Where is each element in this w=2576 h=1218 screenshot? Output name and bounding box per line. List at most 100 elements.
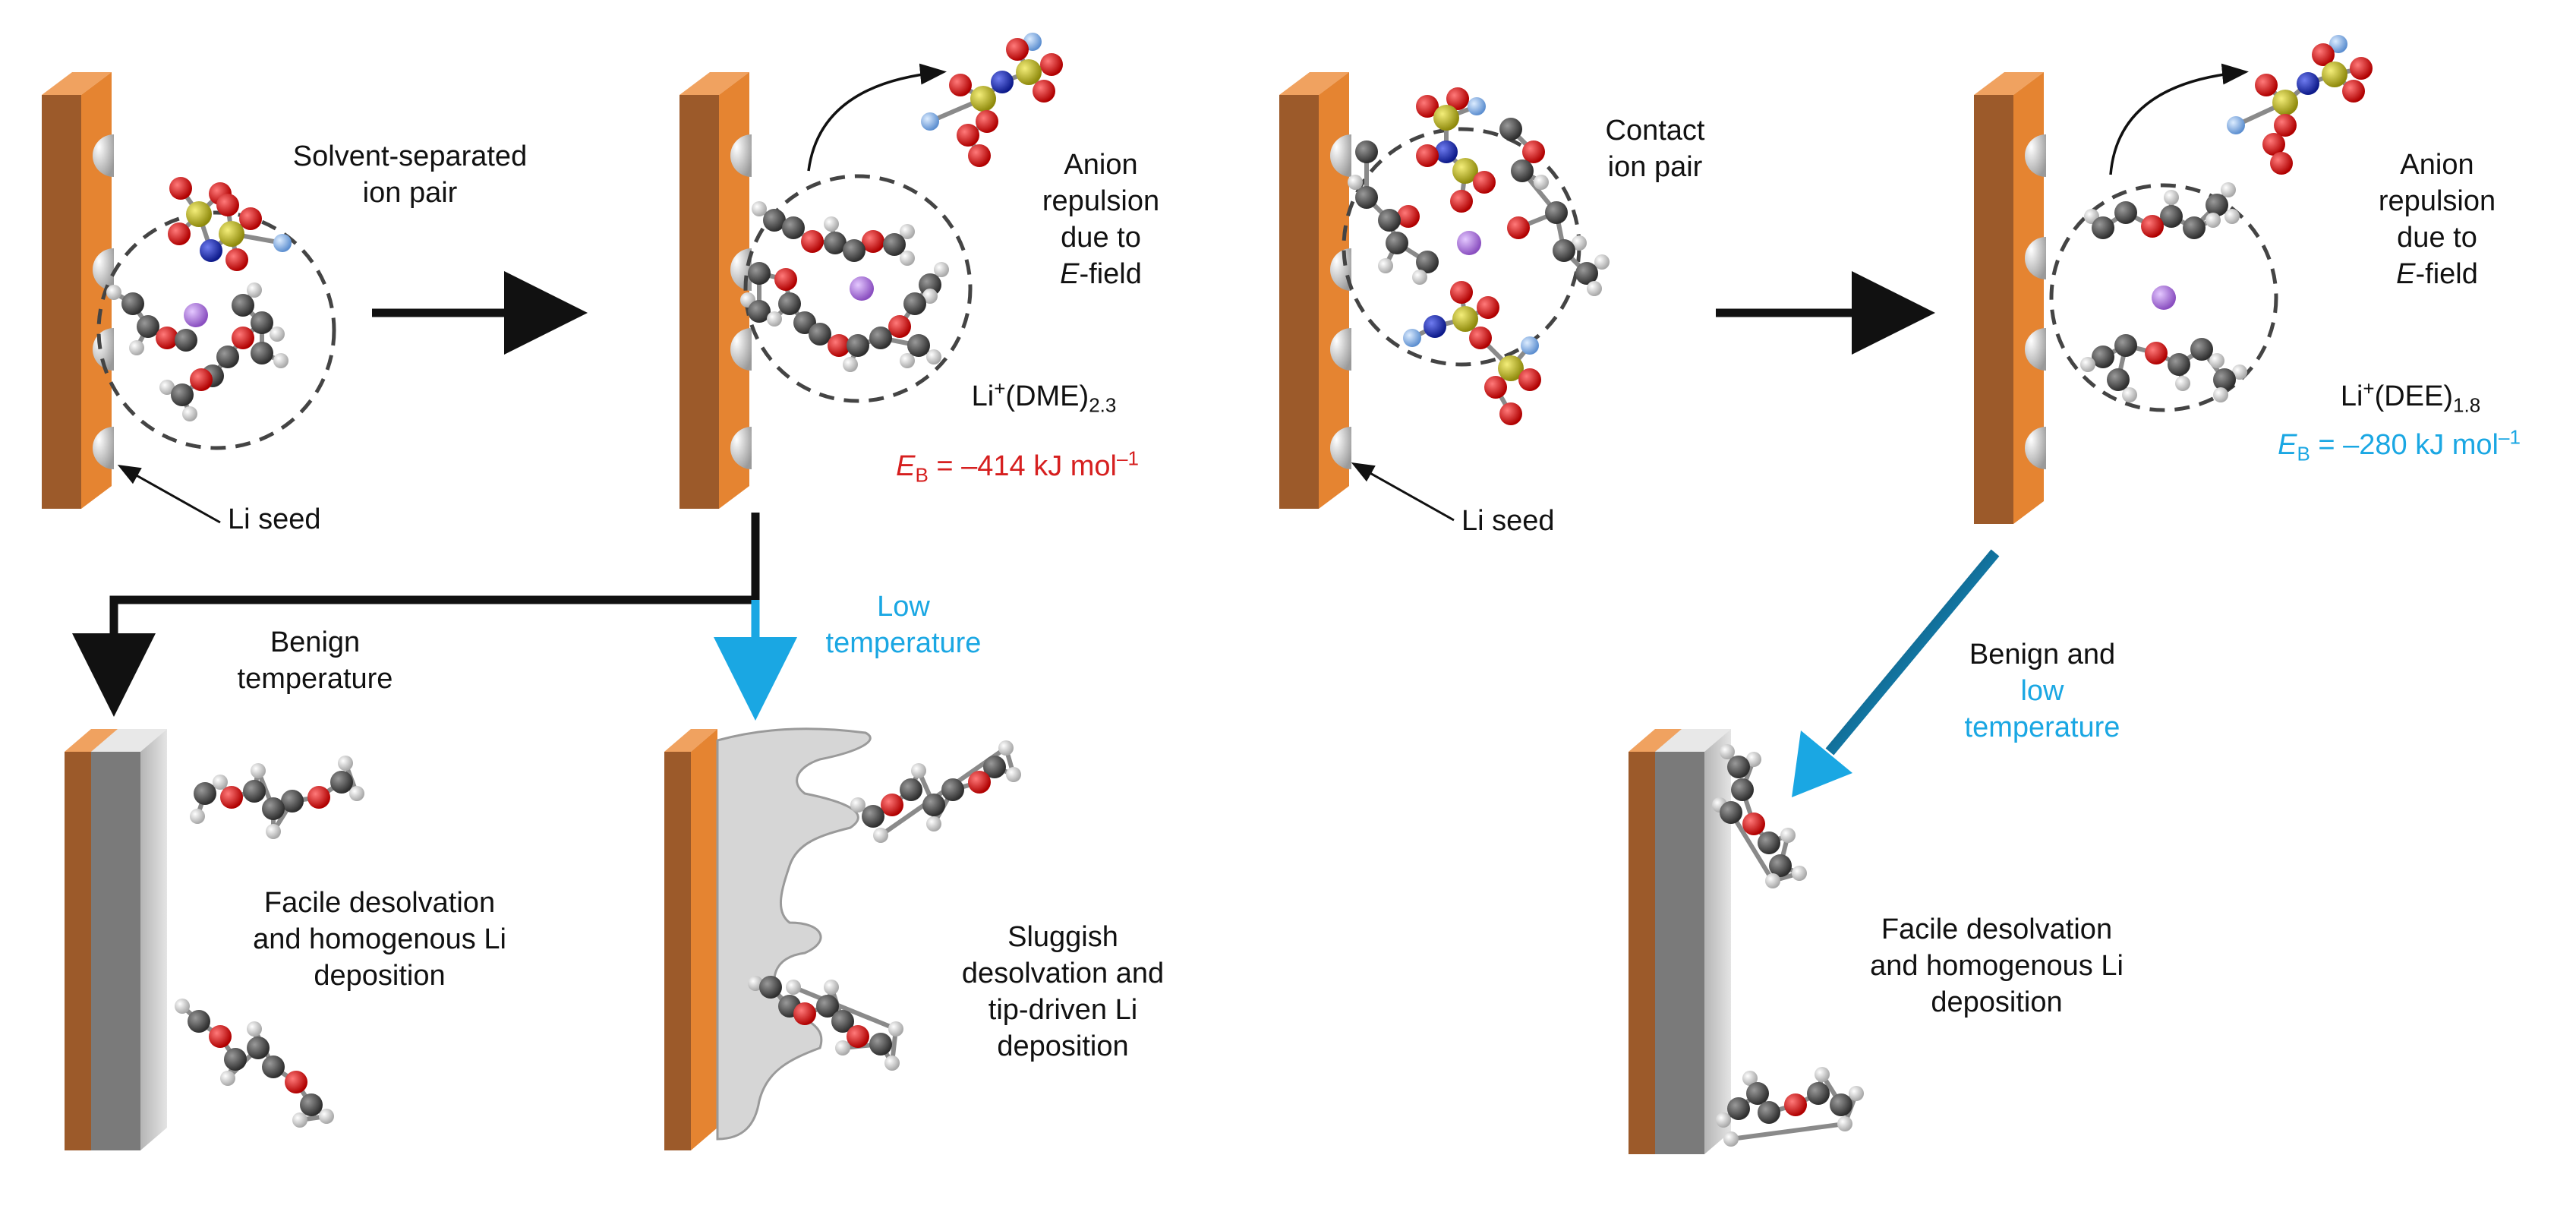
hydrogen-atom (884, 1055, 900, 1071)
oxygen-atom (239, 207, 262, 230)
li-seed-bump (93, 248, 114, 291)
carbon-atom (243, 780, 266, 803)
hydrogen-atom (106, 285, 121, 300)
carbon-atom (1830, 1093, 1852, 1116)
oxygen-atom (801, 230, 824, 253)
hydrogen-atom (850, 797, 865, 813)
oxygen-atom (1477, 296, 1499, 319)
li-seed-bump (1330, 328, 1351, 371)
deposit-panel-benign (65, 729, 167, 1150)
oxygen-atom (2270, 152, 2293, 175)
hydrogen-atom (247, 282, 262, 298)
oxygen-atom (881, 794, 903, 816)
li-seed-bump (2025, 237, 2046, 279)
solvated-li-cluster-dee (2080, 35, 2373, 402)
hydrogen-atom (175, 999, 190, 1014)
hydrogen-atom (319, 1109, 334, 1124)
carbon-atom (194, 782, 216, 805)
oxygen-atom (1040, 53, 1063, 76)
carbon-atom (1575, 262, 1598, 285)
electrode-panel-1 (42, 72, 114, 509)
carbon-atom (224, 1048, 247, 1071)
lithium-ion (184, 303, 208, 327)
hydrogen-atom (1006, 767, 1021, 782)
oxygen-atom (232, 327, 254, 349)
hydrogen-atom (998, 740, 1014, 756)
carbon-atom (809, 323, 831, 346)
hydrogen-atom (1765, 873, 1780, 888)
benign-temperature-arrow (72, 513, 760, 717)
hydrogen-atom (2209, 353, 2224, 368)
hydrogen-atom (1594, 254, 1610, 270)
oxygen-atom (847, 1025, 869, 1048)
hydrogen-atom (1849, 1086, 1864, 1101)
hydrogen-atom (159, 380, 175, 395)
electrode-panel-4 (1974, 72, 2046, 524)
carbon-atom (1769, 854, 1792, 877)
li-seed-bump (93, 134, 114, 177)
carbon-atom (2190, 338, 2213, 361)
hydrogen-atom (926, 349, 941, 364)
li-seed-label: Li seed (228, 503, 321, 535)
hydrogen-atom (1837, 1116, 1852, 1131)
li-seed-bump (1330, 134, 1351, 177)
li-dme-complex-label: Li+(DME)2.3 (971, 377, 1117, 417)
hydrogen-atom (873, 828, 888, 843)
hydrogen-atom (835, 1040, 850, 1055)
hydrogen-atom (220, 1071, 235, 1086)
oxygen-atom (1518, 368, 1541, 391)
carbon-atom (816, 995, 839, 1018)
hydrogen-atom (1534, 175, 1549, 190)
hydrogen-atom (266, 824, 281, 839)
hydrogen-atom (786, 980, 801, 995)
oxygen-atom (2274, 114, 2297, 137)
carbon-atom (1416, 251, 1439, 273)
carbon-atom (862, 805, 884, 828)
li-seed-bump (730, 427, 752, 469)
oxygen-atom (1416, 95, 1439, 118)
electrode-panel-2 (679, 72, 752, 509)
hydrogen-atom (190, 809, 205, 824)
carbon-atom (232, 294, 254, 317)
oxygen-atom (168, 222, 191, 245)
solvation-shell (2049, 183, 2278, 412)
hydrogen-atom (767, 311, 782, 327)
hydrogen-atom (2175, 376, 2190, 391)
nitrogen-atom (991, 71, 1014, 93)
carbon-atom (1355, 186, 1378, 209)
carbon-atom (2114, 334, 2137, 357)
free-dme-molecules-low-temp (748, 740, 1021, 1071)
hydrogen-atom (1815, 1067, 1830, 1082)
hydrogen-atom (824, 216, 839, 232)
carbon-atom (1553, 239, 1575, 262)
oxygen-atom (1033, 80, 1055, 103)
carbon-atom (262, 1055, 285, 1078)
hydrogen-atom (182, 406, 197, 421)
li-seed-bump (2025, 328, 2046, 371)
oxygen-atom (2350, 57, 2373, 80)
oxygen-atom (957, 124, 979, 147)
carbon-atom (1355, 140, 1378, 163)
carbon-atom (748, 262, 771, 285)
solvation-shell (96, 210, 336, 450)
anion-leaving-arrow (807, 63, 947, 172)
oxygen-atom (949, 74, 972, 96)
lithium-dendrites (716, 727, 872, 1141)
carbon-atom (2168, 353, 2190, 376)
carbon-atom (2114, 201, 2137, 224)
binding-energy-dee: EB = –280 kJ mol–1 (2278, 425, 2521, 465)
li-seed-bump (2025, 427, 2046, 469)
free-dee-molecules (1712, 744, 1864, 1147)
sulfur-atom (219, 221, 244, 247)
lithium-ion (2152, 286, 2176, 310)
li-seed-bump (730, 134, 752, 177)
carbon-atom (247, 1037, 270, 1059)
hydrogen-atom (2232, 364, 2247, 380)
nitrogen-atom (200, 239, 222, 262)
